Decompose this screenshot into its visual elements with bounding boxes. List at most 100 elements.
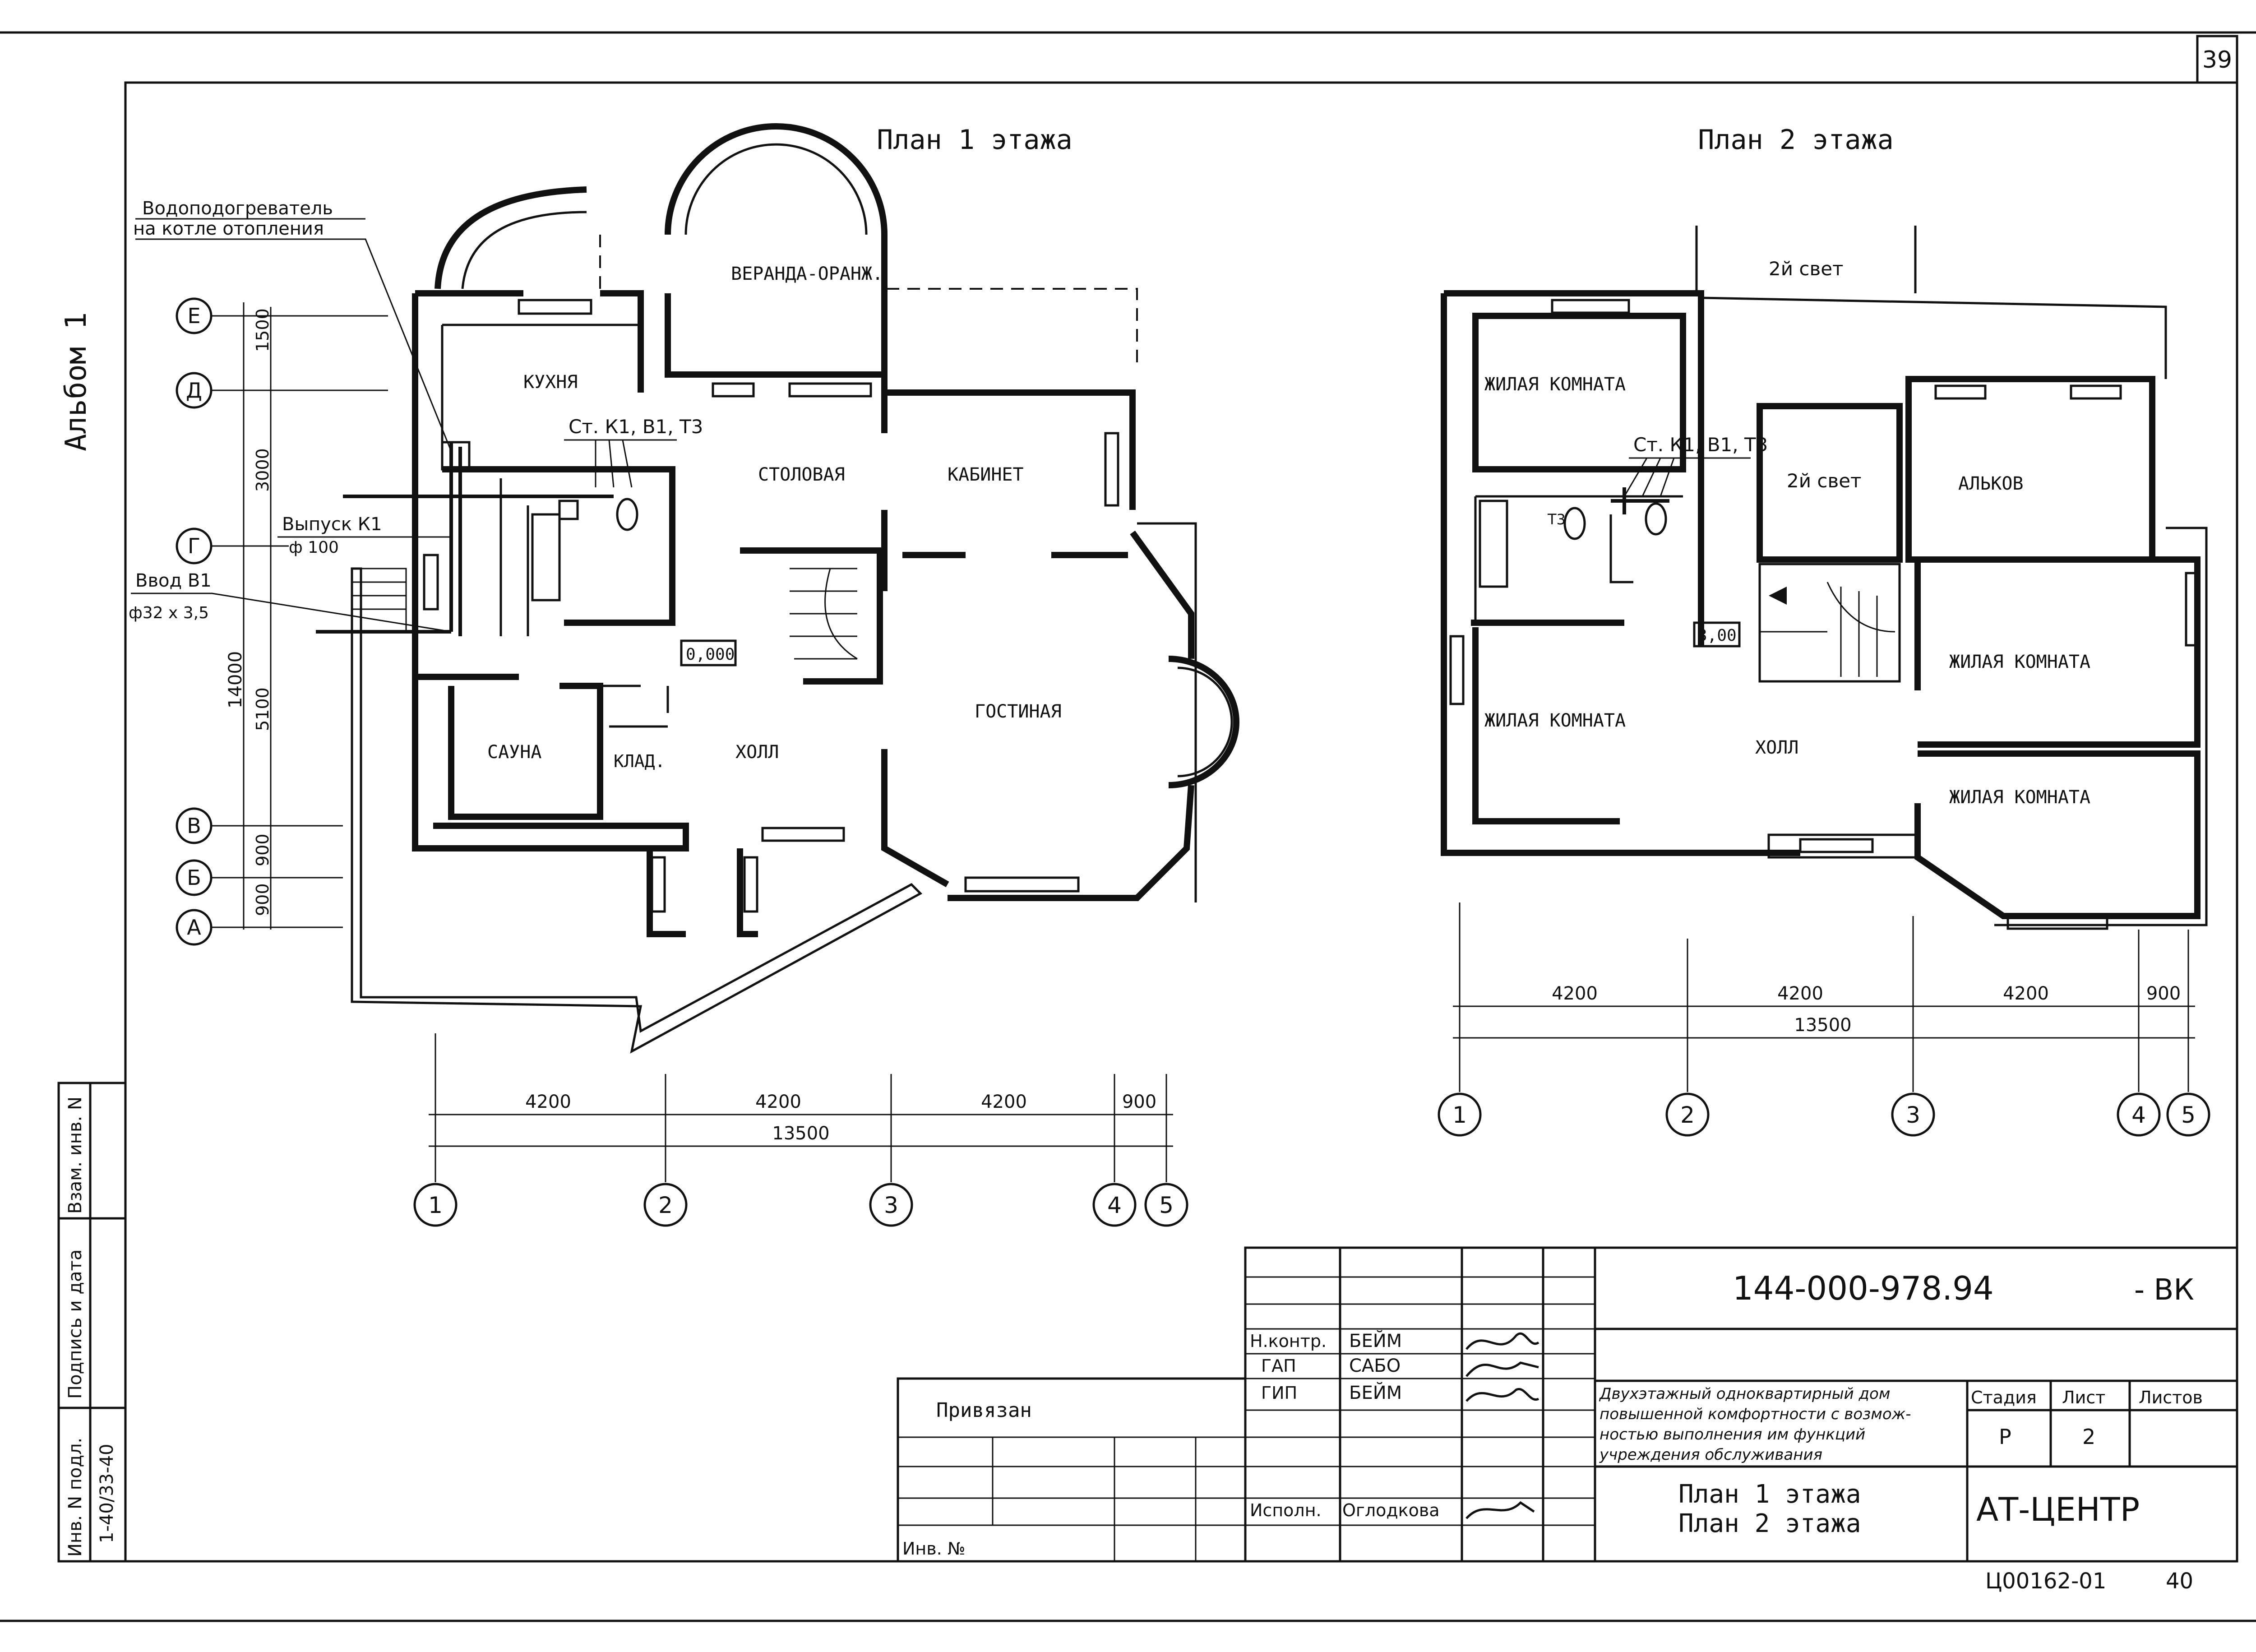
floor2-level: 3,00	[1697, 626, 1737, 645]
floor1-wall-entrance	[647, 848, 758, 937]
side-stamp-inv-value: 1-40/33-40	[97, 1444, 117, 1544]
side-stamp-frame	[57, 1082, 127, 1563]
col-dim-4: 900	[2146, 983, 2181, 1004]
floor2-plan: План 2 этажа 2й свет ЖИЛАЯ КОМНАТА 2й	[1438, 124, 2210, 1137]
floor1-toilet	[616, 498, 638, 531]
axis-bubble	[2166, 1092, 2210, 1137]
floor1-veranda-arc-left	[435, 186, 587, 289]
floor1-row-axes: Е Д Г В Б А 1500 3000 5100 900 900 14000	[176, 297, 388, 946]
signature	[1465, 1388, 1539, 1402]
stage-value: Р	[1999, 1425, 2011, 1449]
sheet-value: 2	[2082, 1425, 2095, 1449]
floor2-second-light-walls	[1757, 403, 1903, 563]
floor1-terrace	[351, 567, 923, 1054]
axis-bubble	[1665, 1092, 1710, 1137]
floor1-window	[761, 827, 845, 842]
row-dim-900a: 900	[253, 833, 273, 866]
axis-bubble	[1438, 1092, 1482, 1137]
sheet-title-2: План 2 этажа	[1678, 1509, 1861, 1538]
col-dim-3: 4200	[2003, 983, 2049, 1004]
side-stamp: Взам. инв. N Подпись и дата Инв. N подл.…	[57, 1082, 127, 1563]
axis-bubble	[2117, 1092, 2161, 1137]
floor1-bathtub	[531, 513, 561, 602]
floor1-heater-note-2: на котле отопления	[133, 218, 324, 239]
axis-bubble	[1144, 1183, 1188, 1227]
floor1-riser-label: Ст. К1, В1, Т3	[569, 416, 703, 438]
floor1-wall-north	[415, 290, 1136, 510]
floor2-room-living4: ЖИЛАЯ КОМНАТА	[1949, 787, 2090, 808]
floor2-room-6-walls	[1914, 750, 2201, 919]
axis-col-3: 3	[884, 1192, 898, 1218]
floor2-window	[2185, 572, 2200, 647]
floor1-inlet-diameter: ф32 х 3,5	[129, 604, 209, 622]
floor2-room-5-walls	[1914, 556, 2201, 748]
floor1-wall-living	[948, 530, 1194, 901]
floor1-inlet-label: Ввод В1	[135, 570, 212, 591]
floor1-room-storage: КЛАД.	[614, 751, 665, 771]
role-gap: ГАП	[1261, 1356, 1296, 1376]
floor1-bath-partitions	[499, 478, 529, 636]
floor1-window	[423, 554, 439, 611]
side-stamp-col2: Подпись и дата	[65, 1249, 86, 1399]
floor2-room-3-walls	[1471, 620, 1624, 824]
signature	[1465, 1332, 1539, 1350]
col-dim-2: 4200	[1777, 983, 1823, 1004]
floor1-bay-outline	[1137, 522, 1197, 902]
axis-col-2: 2	[658, 1192, 673, 1218]
bound-label: Привязан	[936, 1399, 1032, 1422]
bound-block-frame	[897, 1377, 1247, 1563]
floor1-room-dining: СТОЛОВАЯ	[758, 464, 845, 485]
floor2-riser-label: Ст. К1, В1, Т3	[1633, 434, 1768, 456]
floor1-heater-leader	[135, 218, 452, 452]
floor2-room-second-light: 2й свет	[1787, 470, 1862, 492]
col-dim-total: 13500	[772, 1123, 829, 1144]
role-nkontr: Н.контр.	[1250, 1331, 1327, 1351]
col-dim-1: 4200	[1552, 983, 1598, 1004]
floor1-level-box	[680, 639, 737, 666]
floor2-alcove-walls	[1905, 376, 2155, 563]
signature	[1465, 1361, 1539, 1377]
description-line-4: учреждения обслуживания	[1599, 1446, 1822, 1464]
floor2-balcony	[1695, 226, 2167, 379]
signature	[1465, 1501, 1535, 1519]
dimension-lines	[243, 302, 272, 930]
executor-name: Оглодкова	[1342, 1500, 1440, 1520]
floor1-riser-leaders	[564, 439, 677, 488]
floor1-inlet-leader	[131, 592, 452, 633]
floor1-bay-arc	[1168, 656, 1239, 788]
floor1-veranda-dome-inner	[684, 143, 868, 235]
floor1-window	[518, 299, 592, 315]
floor1-room-veranda: ВЕРАНДА-ОРАНЖ.	[731, 264, 883, 284]
floor2-room-hall: ХОЛЛ	[1755, 737, 1798, 758]
floor1-level: 0,000	[686, 645, 735, 664]
album-label: Альбом 1	[60, 312, 93, 451]
axis-extension-lines	[435, 1033, 1167, 1182]
floor1-window	[1104, 432, 1119, 507]
col-dim-3: 4200	[981, 1092, 1027, 1112]
description-line-1: Двухэтажный одноквартирный дом	[1599, 1385, 1891, 1403]
floor2-bath-walls	[1474, 495, 1683, 623]
title-block: Привязан Инв. № Н.контр. БЕЙМ ГАП САБО Г…	[897, 1246, 2238, 1594]
axis-label-V: В	[187, 814, 201, 838]
title-block-right-grid	[1595, 1328, 2237, 1561]
col-dim-1: 4200	[525, 1092, 571, 1112]
axis-col-4: 4	[2131, 1102, 2146, 1128]
floor1-veranda-dome	[665, 123, 888, 379]
stage-label: Стадия	[1971, 1388, 2037, 1407]
company-name: АТ-ЦЕНТР	[1976, 1490, 2140, 1528]
floor2-room-living2: ЖИЛАЯ КОМНАТА	[1949, 652, 2090, 672]
sheet-label: Лист	[2062, 1388, 2105, 1407]
floor1-wall-hall-east	[881, 510, 949, 888]
dimension-lines	[429, 1114, 1173, 1147]
dimension-lines	[1453, 1005, 2195, 1039]
axis-label-D: Д	[186, 378, 202, 403]
floor2-window	[1799, 838, 1874, 853]
floor2-room-living1: ЖИЛАЯ КОМНАТА	[1484, 374, 1626, 395]
doc-suffix: - ВК	[2134, 1273, 2194, 1307]
floor1-veranda-dashed	[887, 288, 1138, 370]
floor1-room-hall: ХОЛЛ	[735, 742, 779, 763]
axis-col-5: 5	[2181, 1102, 2196, 1128]
side-stamp-col3: Взам. инв. N	[65, 1097, 86, 1214]
floor1-veranda-arc-left-inner	[461, 211, 587, 289]
